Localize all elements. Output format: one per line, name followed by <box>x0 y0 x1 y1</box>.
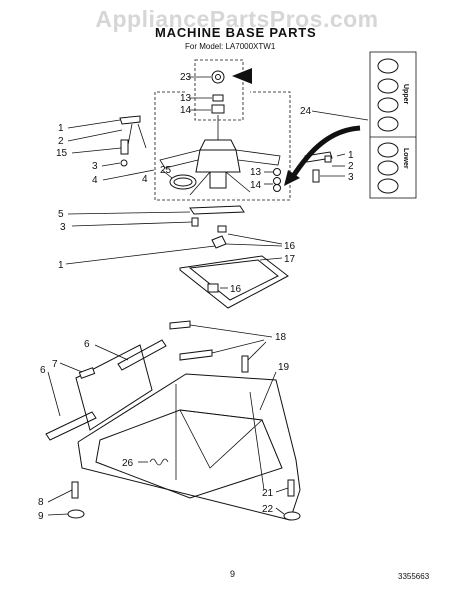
part-14-upper <box>211 104 225 114</box>
callout-24: 24 <box>300 106 312 117</box>
callout-14-right: 14 <box>250 180 262 191</box>
inset-lower-label: Lower <box>402 148 409 169</box>
part-18-c <box>241 355 249 373</box>
part-8-leveler <box>71 481 79 499</box>
part-7-pin <box>78 367 96 379</box>
hub-body <box>195 149 241 173</box>
part-6-rail-top <box>117 339 167 371</box>
base-frame-outline <box>77 373 301 521</box>
callout-2-right: 2 <box>348 161 354 172</box>
part-3-left <box>120 159 128 167</box>
callout-3-right: 3 <box>348 172 354 183</box>
callout-4-right: 4 <box>142 174 148 185</box>
bearing-inset: Upper Lower <box>369 51 417 199</box>
part-26-spring <box>149 458 169 466</box>
callout-16-lower: 16 <box>230 284 242 295</box>
part-13-upper <box>212 94 224 102</box>
part-1-right <box>324 155 332 163</box>
inset-arrow-head <box>284 170 300 186</box>
part-bracket-legs <box>127 123 147 149</box>
inset-upper-part-4 <box>377 116 399 132</box>
callout-1-right: 1 <box>348 150 354 161</box>
callout-2-left: 2 <box>58 136 64 147</box>
leader-lines <box>47 76 369 516</box>
callout-1-left: 1 <box>58 123 64 134</box>
part-9-foot <box>67 509 85 519</box>
hub-arm-right <box>235 149 281 166</box>
inset-lower-part-3 <box>377 178 399 194</box>
callout-19: 19 <box>278 362 290 373</box>
callout-6-left: 6 <box>40 365 46 376</box>
callout-13-right: 13 <box>250 167 262 178</box>
hub-arm-left <box>159 149 201 169</box>
inset-upper-part-3 <box>377 97 399 113</box>
watermark: AppliancePartsPros.com <box>95 6 379 32</box>
base-frame-legs <box>175 384 265 491</box>
middle-parts <box>179 205 289 309</box>
callout-1-mid: 1 <box>58 260 64 271</box>
callout-9: 9 <box>38 511 44 522</box>
part-17-frame <box>179 255 289 309</box>
callout-15: 15 <box>56 148 68 159</box>
part-25-ring-inner <box>173 177 193 187</box>
callout-26: 26 <box>122 458 134 469</box>
inset-lower-part-1 <box>377 142 399 158</box>
callout-7: 7 <box>52 359 58 370</box>
hub-legs <box>189 171 251 196</box>
diagram-title: MACHINE BASE PARTS <box>155 25 317 40</box>
part-2-bracket <box>119 115 141 125</box>
gearcase-lower <box>209 171 227 189</box>
left-bracket-parts <box>119 115 147 167</box>
inset-lower-part-2 <box>377 160 399 176</box>
drive-assembly-group <box>154 59 291 201</box>
assembly-boundary-dashed <box>154 91 291 201</box>
part-15-cylinder <box>120 139 129 155</box>
part-13-right <box>273 168 281 176</box>
callout-8: 8 <box>38 497 44 508</box>
part-16-top <box>217 225 227 233</box>
document-number: 3355663 <box>398 572 430 581</box>
part-14-right-a <box>273 177 281 185</box>
callout-16-top: 16 <box>284 241 296 252</box>
part-3-mid <box>191 217 199 227</box>
inset-upper-label: Upper <box>402 84 409 105</box>
callout-4-left: 4 <box>92 175 98 186</box>
part-6-rail-side <box>45 411 97 441</box>
callout-labels: 23 13 14 24 1 2 15 3 4 25 13 14 1 2 3 4 … <box>38 72 354 522</box>
part-14-right-b <box>273 184 281 192</box>
callout-21: 21 <box>262 488 274 499</box>
part-23-arrow <box>232 68 252 84</box>
hub-top <box>199 139 237 151</box>
callout-18: 18 <box>275 332 287 343</box>
part-3-right <box>312 169 320 183</box>
part-5-plate <box>189 205 245 215</box>
part-21-leveler <box>287 479 295 497</box>
part-25-ring <box>169 174 197 190</box>
base-frame-cross <box>179 409 263 469</box>
callout-13-top: 13 <box>180 93 192 104</box>
callout-5: 5 <box>58 209 64 220</box>
part-18-a <box>169 320 191 330</box>
callout-22: 22 <box>262 504 274 515</box>
clutch-box-dashed <box>194 59 244 121</box>
page-number: 9 <box>230 569 236 579</box>
inset-upper-part-1 <box>377 58 399 74</box>
callout-3-left: 3 <box>92 161 98 172</box>
callout-17: 17 <box>284 254 296 265</box>
callout-6-top: 6 <box>84 339 90 350</box>
callout-14-top: 14 <box>180 105 192 116</box>
inset-upper-part-2 <box>377 78 399 94</box>
model-label: For Model: LA7000XTW1 <box>185 42 276 51</box>
callout-23: 23 <box>180 72 192 83</box>
inset-frame <box>369 51 417 199</box>
callout-25: 25 <box>160 165 172 176</box>
callout-3-mid: 3 <box>60 222 66 233</box>
part-16-lower <box>207 283 219 293</box>
part-23-hole <box>215 74 221 80</box>
inset-arrow-line <box>289 125 361 180</box>
part-18-b <box>179 349 213 361</box>
part-22-foot <box>283 511 301 521</box>
